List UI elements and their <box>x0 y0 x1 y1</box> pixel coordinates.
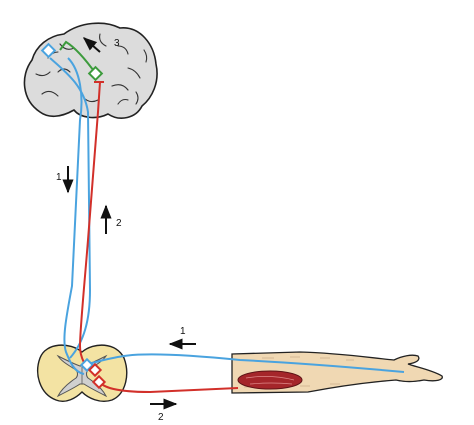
arm-illustration <box>231 351 443 394</box>
blue-neuron-soma-cortex <box>40 42 57 59</box>
label-descending: 1 <box>56 172 62 183</box>
label-brain-loop: 3 <box>114 38 120 49</box>
label-sensory-in: 1 <box>180 326 186 337</box>
red-neuron-soma-spinal-lower <box>91 374 107 390</box>
green-neuron-soma-cortex <box>87 65 104 82</box>
label-motor-out: 2 <box>158 412 164 423</box>
red-ascending-pathway <box>78 81 101 373</box>
blue-corticospinal-tract <box>63 57 85 375</box>
muscle-fibers <box>245 376 295 385</box>
red-neuron-soma-spinal-upper <box>87 362 103 378</box>
blue-neuron-soma-spinal <box>79 357 95 373</box>
label-ascending: 2 <box>116 218 122 229</box>
arrow-brain-loop <box>82 37 101 53</box>
forearm-muscle <box>237 370 303 390</box>
blue-sensory-pathway <box>87 353 405 373</box>
